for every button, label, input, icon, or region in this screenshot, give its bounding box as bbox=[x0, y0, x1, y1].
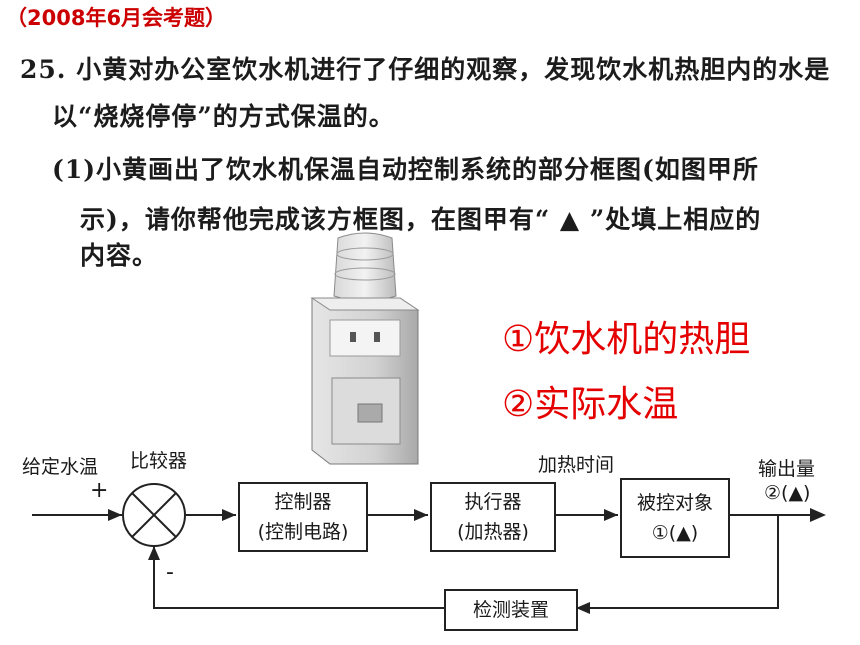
output-blank: ②(▲) bbox=[764, 482, 811, 504]
question-line-1: 25. 小黄对办公室饮水机进行了仔细的观察，发现饮水机热胆内的水是 bbox=[20, 55, 831, 84]
question-line-5: 内容。 bbox=[80, 241, 159, 270]
plant-blank: ①(▲) bbox=[651, 522, 699, 544]
question-line-3: (1)小黄画出了饮水机保温自动控制系统的部分框图(如图甲所 bbox=[52, 155, 759, 184]
comparator-label: 比较器 bbox=[130, 450, 188, 472]
plus-sign: + bbox=[90, 478, 109, 503]
question-line-2: 以“烧烧停停”的方式保温的。 bbox=[52, 102, 395, 131]
arrowhead bbox=[576, 602, 590, 614]
arrowhead bbox=[222, 509, 236, 521]
minus-sign: - bbox=[166, 560, 174, 585]
page-title: （2008年6月会考题） bbox=[6, 6, 227, 30]
arrowhead bbox=[148, 546, 160, 560]
controller-box: 控制器 (控制电路) bbox=[238, 482, 368, 552]
arrowhead bbox=[604, 509, 618, 521]
input-label: 给定水温 bbox=[22, 456, 99, 478]
arrowhead bbox=[108, 509, 122, 521]
sensor-label: 检测装置 bbox=[472, 599, 549, 621]
sensor-box: 检测装置 bbox=[444, 589, 578, 631]
output-label: 输出量 bbox=[758, 458, 816, 480]
actuator-box: 执行器 (加热器) bbox=[430, 482, 556, 552]
arrowhead bbox=[414, 509, 428, 521]
actuator-subtitle: (加热器) bbox=[457, 521, 529, 543]
answer-2: ②实际水温 bbox=[502, 384, 679, 425]
water-dispenser-image bbox=[310, 232, 420, 465]
plant-box: 被控对象 ①(▲) bbox=[620, 478, 730, 558]
arrowhead bbox=[810, 508, 826, 522]
controller-title: 控制器 bbox=[274, 491, 332, 513]
feedback-line-right bbox=[576, 515, 779, 609]
answer-1: ①饮水机的热胆 bbox=[502, 319, 751, 360]
actuator-title: 执行器 bbox=[464, 491, 522, 513]
heating-time-label: 加热时间 bbox=[538, 454, 615, 476]
controller-subtitle: (控制电路) bbox=[257, 521, 349, 543]
plant-title: 被控对象 bbox=[636, 492, 713, 514]
question-line-4: 示)，请你帮他完成该方框图，在图甲有“ ▲ ”处填上相应的 bbox=[80, 205, 762, 234]
feedback-line-left bbox=[153, 546, 444, 609]
